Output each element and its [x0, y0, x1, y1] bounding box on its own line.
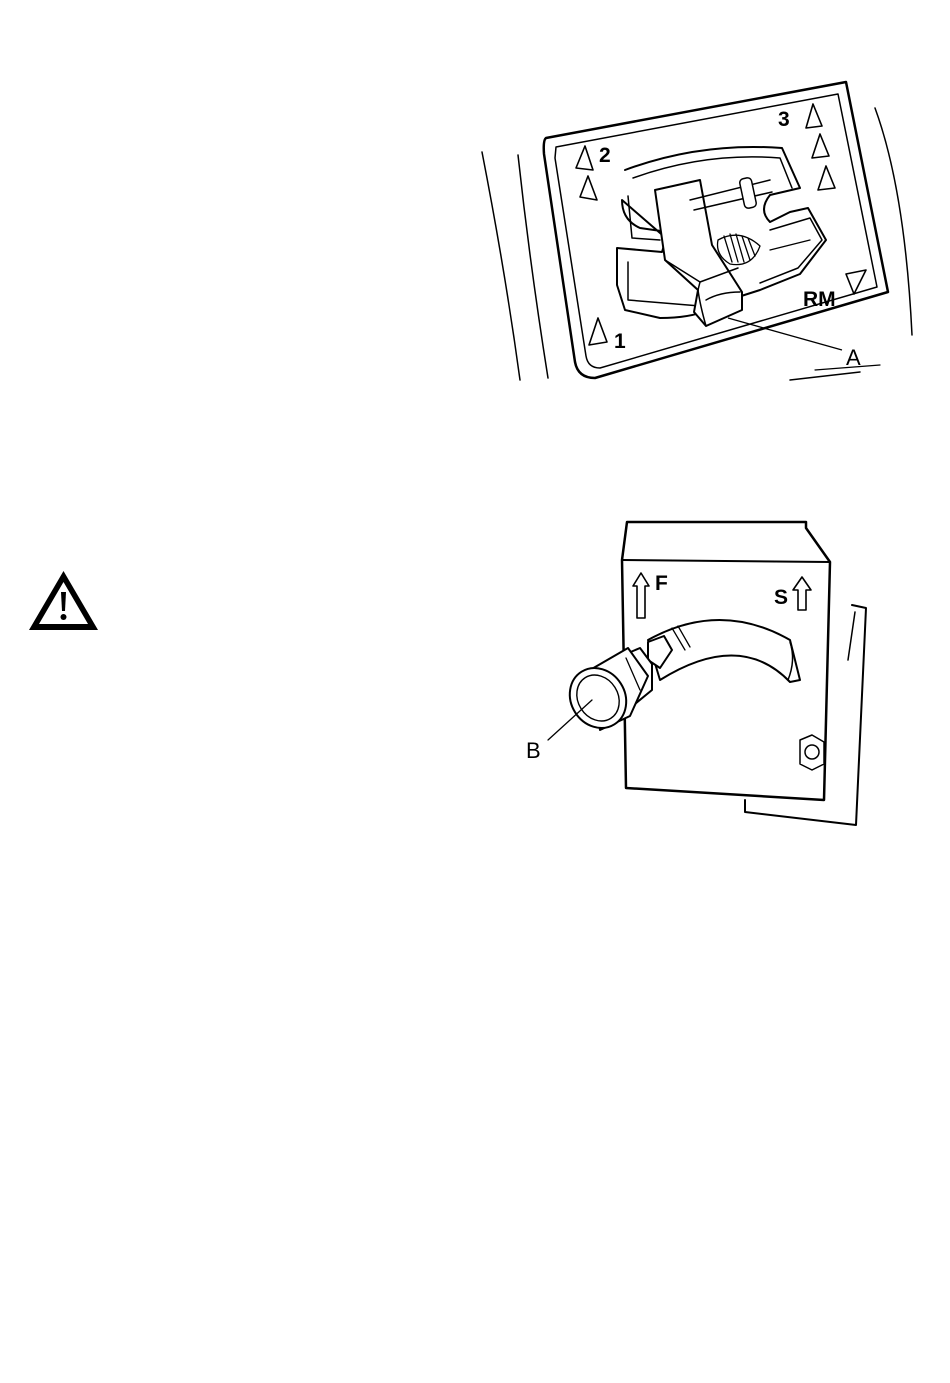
position-label-2: 2: [599, 144, 611, 167]
up-arrow-icon: [589, 318, 607, 345]
reverse-label: RM: [803, 288, 836, 311]
gear-plate-inner: [555, 94, 877, 368]
warning-triangle-icon: [26, 568, 101, 633]
up-arrow-icon: [576, 146, 593, 170]
range-selector-diagram: F S B: [515, 505, 890, 835]
up-arrow-icon: [580, 176, 597, 200]
lever-b-label: B: [526, 738, 541, 763]
up-arrow-icon: [812, 134, 829, 158]
position-label-1: 1: [614, 330, 626, 353]
bolt-icon: [800, 735, 824, 770]
position-label-3: 3: [778, 108, 790, 131]
fast-label: F: [655, 572, 668, 595]
lever-a-label: A: [846, 345, 861, 370]
up-arrow-icon: [818, 166, 835, 190]
slow-label: S: [774, 586, 788, 609]
lever-spring: [718, 234, 761, 265]
gear-selector-diagram: 2 3 1 RM A: [470, 75, 940, 395]
up-arrow-icon: [806, 104, 822, 128]
